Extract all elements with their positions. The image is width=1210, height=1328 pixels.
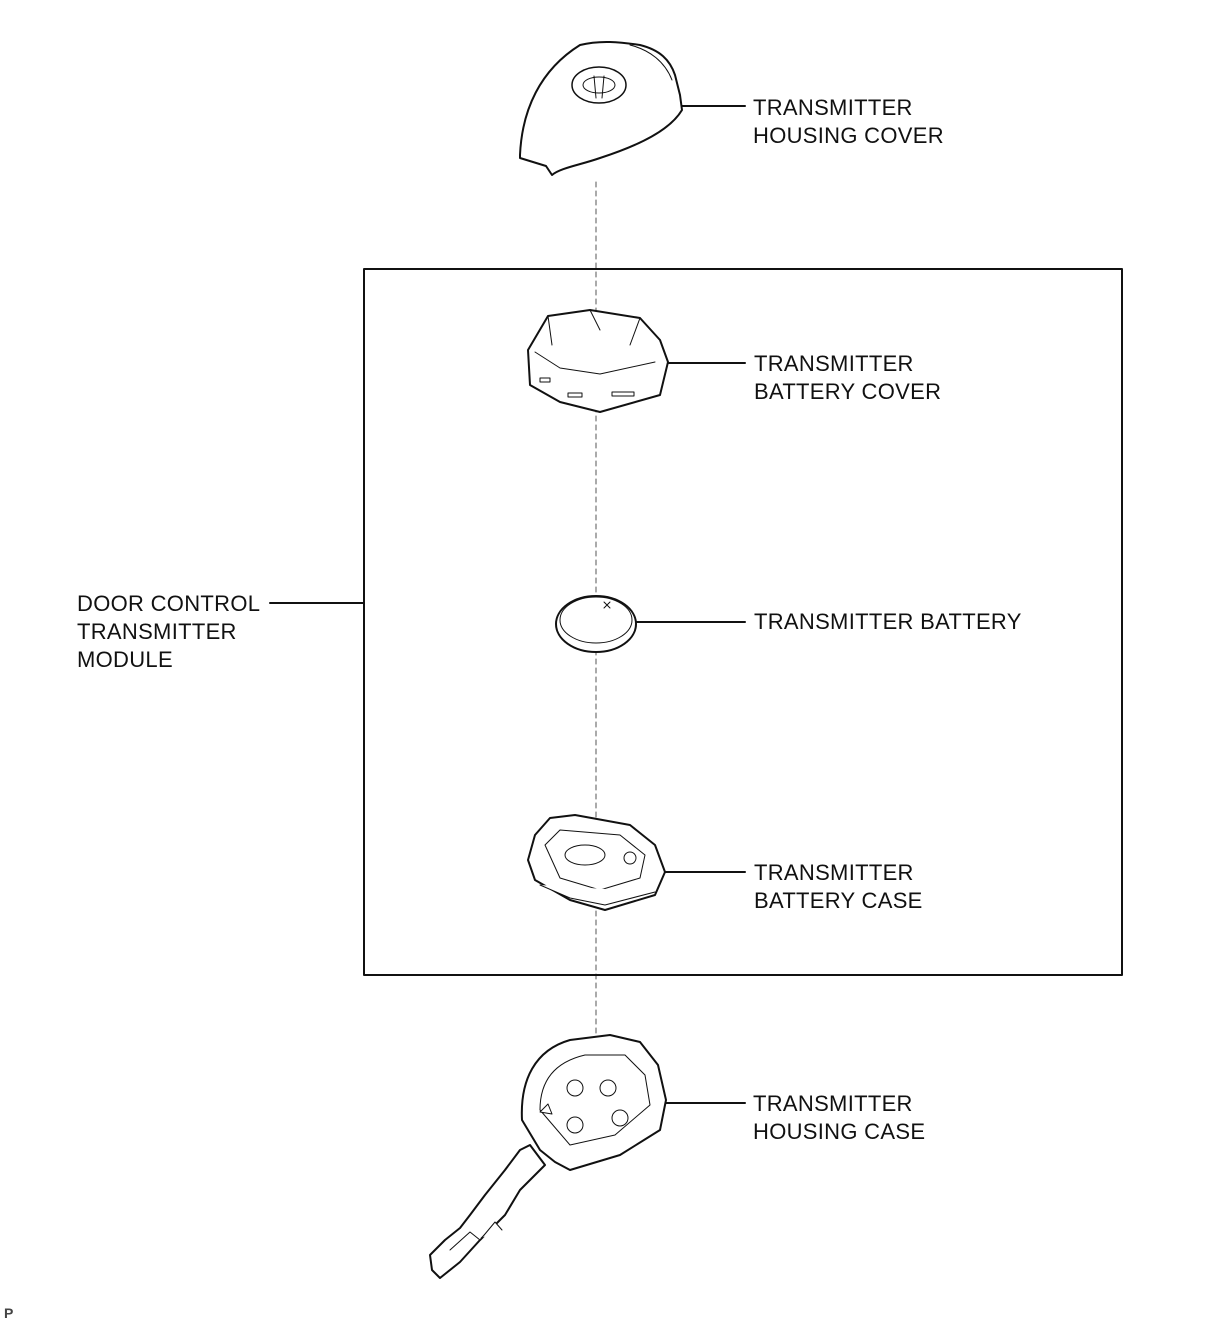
label-line: TRANSMITTER bbox=[754, 860, 914, 885]
housing-case-key-drawing bbox=[429, 1034, 667, 1279]
label-line: BATTERY CASE bbox=[754, 888, 923, 913]
label-door-control-module: DOOR CONTROL TRANSMITTER MODULE bbox=[77, 590, 260, 674]
battery-case-drawing bbox=[527, 814, 666, 911]
housing-cover-drawing bbox=[519, 41, 683, 176]
label-line: BATTERY COVER bbox=[754, 379, 942, 404]
label-housing-cover: TRANSMITTER HOUSING COVER bbox=[753, 94, 944, 150]
label-line: TRANSMITTER bbox=[754, 351, 914, 376]
label-battery-case: TRANSMITTER BATTERY CASE bbox=[754, 859, 923, 915]
figure-code: P bbox=[4, 1305, 14, 1321]
label-line: TRANSMITTER bbox=[77, 619, 237, 644]
label-line: TRANSMITTER bbox=[753, 1091, 913, 1116]
module-group-box bbox=[363, 268, 1123, 976]
label-battery: TRANSMITTER BATTERY bbox=[754, 608, 1022, 636]
battery-cover-drawing bbox=[527, 309, 669, 413]
label-battery-cover: TRANSMITTER BATTERY COVER bbox=[754, 350, 941, 406]
label-line: MODULE bbox=[77, 647, 173, 672]
label-housing-case: TRANSMITTER HOUSING CASE bbox=[753, 1090, 925, 1146]
battery-drawing bbox=[555, 595, 637, 653]
label-line: HOUSING CASE bbox=[753, 1119, 926, 1144]
label-line: TRANSMITTER BATTERY bbox=[754, 609, 1022, 634]
label-line: HOUSING COVER bbox=[753, 123, 944, 148]
label-line: TRANSMITTER bbox=[753, 95, 913, 120]
label-line: DOOR CONTROL bbox=[77, 591, 261, 616]
